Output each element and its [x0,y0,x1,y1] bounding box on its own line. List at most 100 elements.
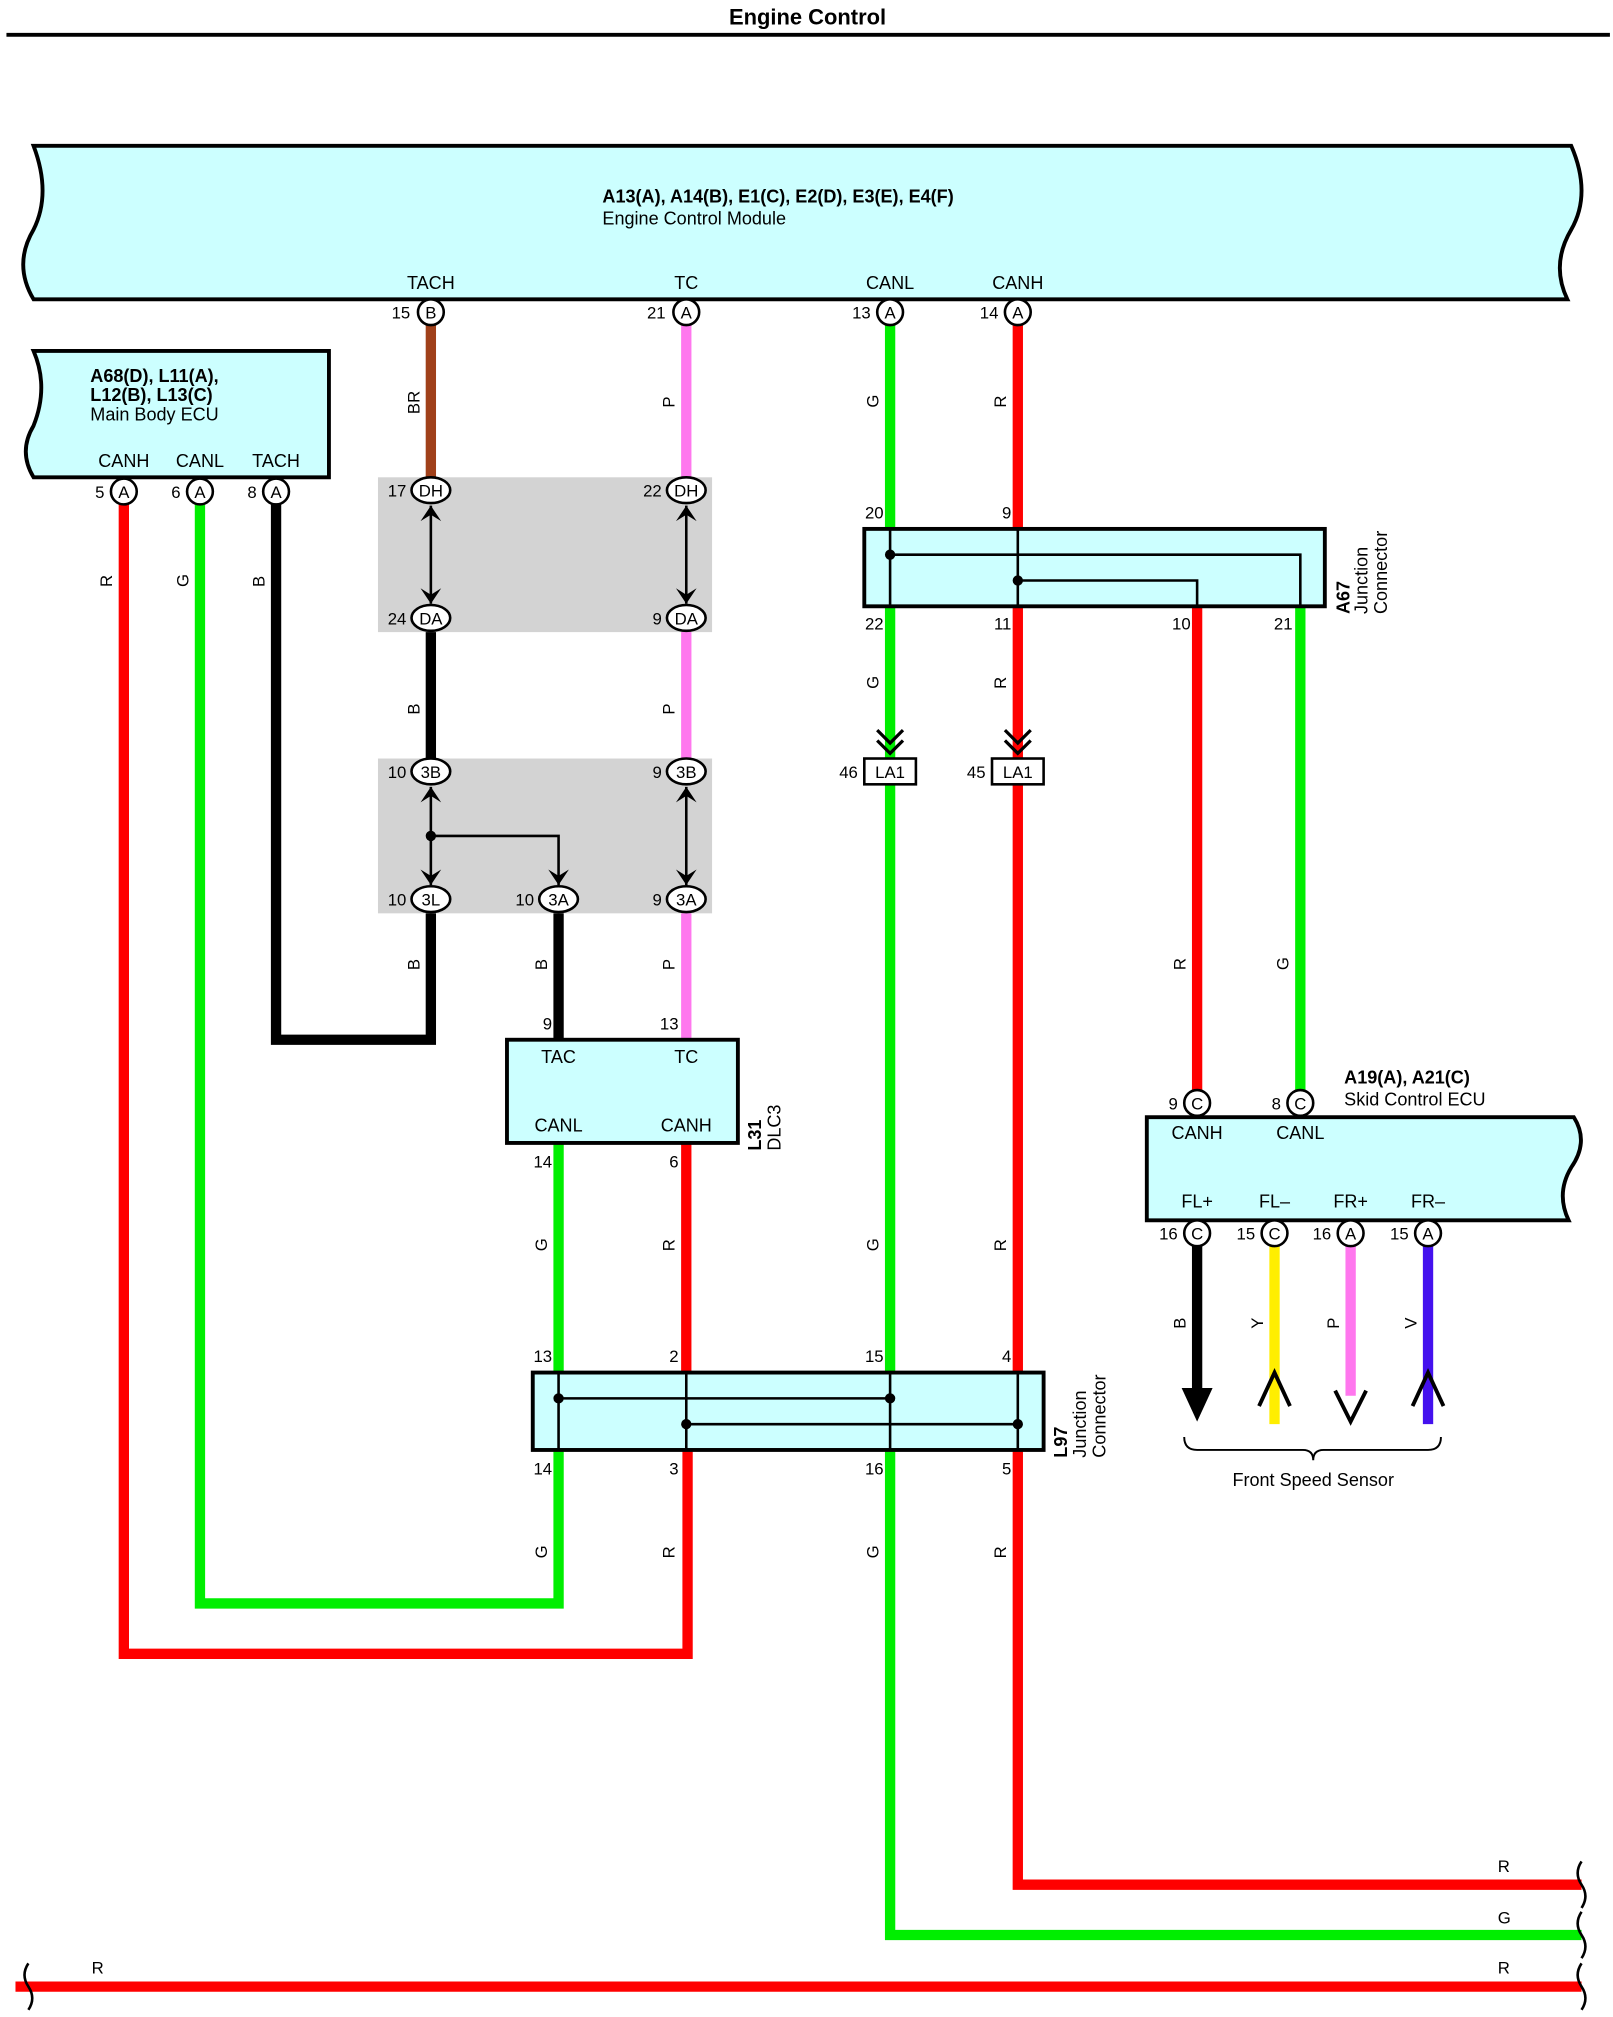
pin-3b-right: 9 3B [652,757,707,786]
wire-label-r: R [1498,1959,1510,1978]
svg-text:DA: DA [419,609,443,628]
pin-la1-right: 45 LA1 [967,763,1033,782]
splice-dot [553,1393,564,1404]
skid-ecu-codes: A19(A), A21(C) [1344,1068,1470,1088]
l97-name-2: Connector [1090,1374,1110,1457]
wire-g-la1-l97-out [884,779,1582,1941]
ecm-box [21,143,1584,302]
arrow-down-icon [420,588,442,604]
page-title: Engine Control [729,5,886,30]
dlc3-name: DLC3 [764,1105,784,1151]
dlc3-box [505,1037,740,1145]
wire-label-r: R [991,1546,1010,1558]
ecm-pin-canl: 13 A [852,297,905,327]
dlc3-pin-canh-label: CANH [661,1115,712,1135]
mbecu-name: Main Body ECU [90,405,218,425]
skid-pin-frp-label: FR+ [1333,1191,1368,1211]
splice-dot [681,1419,692,1430]
skid-pin-flp-label: FL+ [1181,1191,1213,1211]
arrow-down-icon [675,588,697,604]
arrow-up-icon [420,786,442,803]
ecm-pin-tach: 15 B [392,297,446,327]
wire-label-g: G [863,395,882,408]
a67-pin-b2: 11 [994,615,1011,634]
svg-text:A: A [681,304,693,323]
wire-b-mbecu-tach [270,497,437,1045]
svg-text:B: B [425,304,436,323]
l97-code: L97 [1051,1427,1071,1458]
svg-text:24: 24 [388,609,407,628]
la1-left-box [863,757,918,786]
pin-da-right: 9 DA [652,603,707,633]
svg-text:DA: DA [675,609,699,628]
svg-text:22: 22 [643,482,662,501]
svg-text:A: A [1422,1225,1434,1244]
wire-color-labels: BR P G R R G B B P G R B B P R G G R G R… [92,391,1511,1978]
svg-text:16: 16 [1159,1225,1178,1244]
chevron-down-icon [1003,728,1032,756]
dlc3-code: L31 [745,1120,765,1151]
svg-text:C: C [1294,1094,1306,1113]
dlc3-pin-tac-label: TAC [541,1047,576,1067]
dlc3-pin-canl-label: CANL [534,1115,582,1135]
a67-pin-t2: 9 [1002,504,1011,523]
svg-text:3A: 3A [676,891,697,910]
svg-text:9: 9 [652,763,661,782]
front-speed-sensor: Front Speed Sensor [1181,1367,1446,1490]
skid-pin-frm-label: FR– [1411,1191,1446,1211]
wire-label-g: G [1498,1908,1511,1927]
ecm-pin-canh-label: CANH [992,273,1043,293]
wire-label-b: B [532,959,551,970]
svg-text:15: 15 [1237,1225,1256,1244]
splice-dot [1012,1419,1023,1430]
a67-box [862,526,1327,609]
wire-label-r: R [660,1546,679,1558]
svg-text:15: 15 [392,304,411,323]
main-body-ecu: A68(D), L11(A), L12(B), L13(C) Main Body… [23,348,331,480]
skid-pin-frp: 16 A [1313,1219,1365,1248]
svg-text:9: 9 [652,609,661,628]
dlc3-pin-canh-num: 6 [669,1152,678,1171]
skid-ecu-box [1144,1115,1583,1223]
splice-dot [425,830,437,842]
wires [15,317,1582,1992]
a67-name-1: Junction [1351,547,1371,614]
dlc3: TAC TC CANL CANH L31 DLC3 [505,1037,784,1151]
svg-text:LA1: LA1 [1003,763,1033,782]
svg-text:C: C [1268,1225,1280,1244]
arrow-down-icon [420,869,442,885]
arrow-up-icon [1410,1367,1446,1407]
arrow-up-icon [1257,1367,1292,1407]
svg-text:3B: 3B [676,763,697,782]
mbecu-box [23,348,331,480]
wire-label-p: P [660,396,679,407]
wire-label-g: G [863,1545,882,1558]
l97-pin-t1: 13 [533,1347,552,1366]
wire-label-g: G [863,676,882,689]
svg-text:46: 46 [839,763,858,782]
mbecu-codes-1: A68(D), L11(A), [90,366,218,386]
skid-pin-canh-label: CANH [1172,1123,1223,1143]
pin-da-left: 24 DA [388,603,452,633]
wire-label-r: R [1498,1857,1510,1876]
arrow-down-icon [675,869,697,885]
wire-label-r: R [991,1239,1010,1251]
svg-text:9: 9 [1168,1094,1177,1113]
wire-label-r: R [92,1959,104,1978]
ecm-pin-canl-label: CANL [866,273,914,293]
arrow-down-icon [548,869,569,885]
wire-breaks [23,1860,1587,2011]
ecm-pin-tach-label: TACH [407,273,455,293]
svg-text:3A: 3A [548,891,569,910]
a67-code: A67 [1333,581,1353,614]
svg-text:3B: 3B [421,763,442,782]
mbecu-codes-2: L12(B), L13(C) [90,385,212,405]
pin-3a-right: 9 3A [652,884,707,914]
arrow-up-icon [420,505,442,522]
l97-box [530,1370,1046,1452]
svg-text:14: 14 [980,304,999,323]
skid-control-ecu: A19(A), A21(C) Skid Control ECU CANH CAN… [1144,1068,1583,1223]
dlc3-pin-tc-num: 13 [660,1014,679,1033]
svg-text:DH: DH [419,482,443,501]
pin-dh-right: 22 DH [643,476,707,505]
